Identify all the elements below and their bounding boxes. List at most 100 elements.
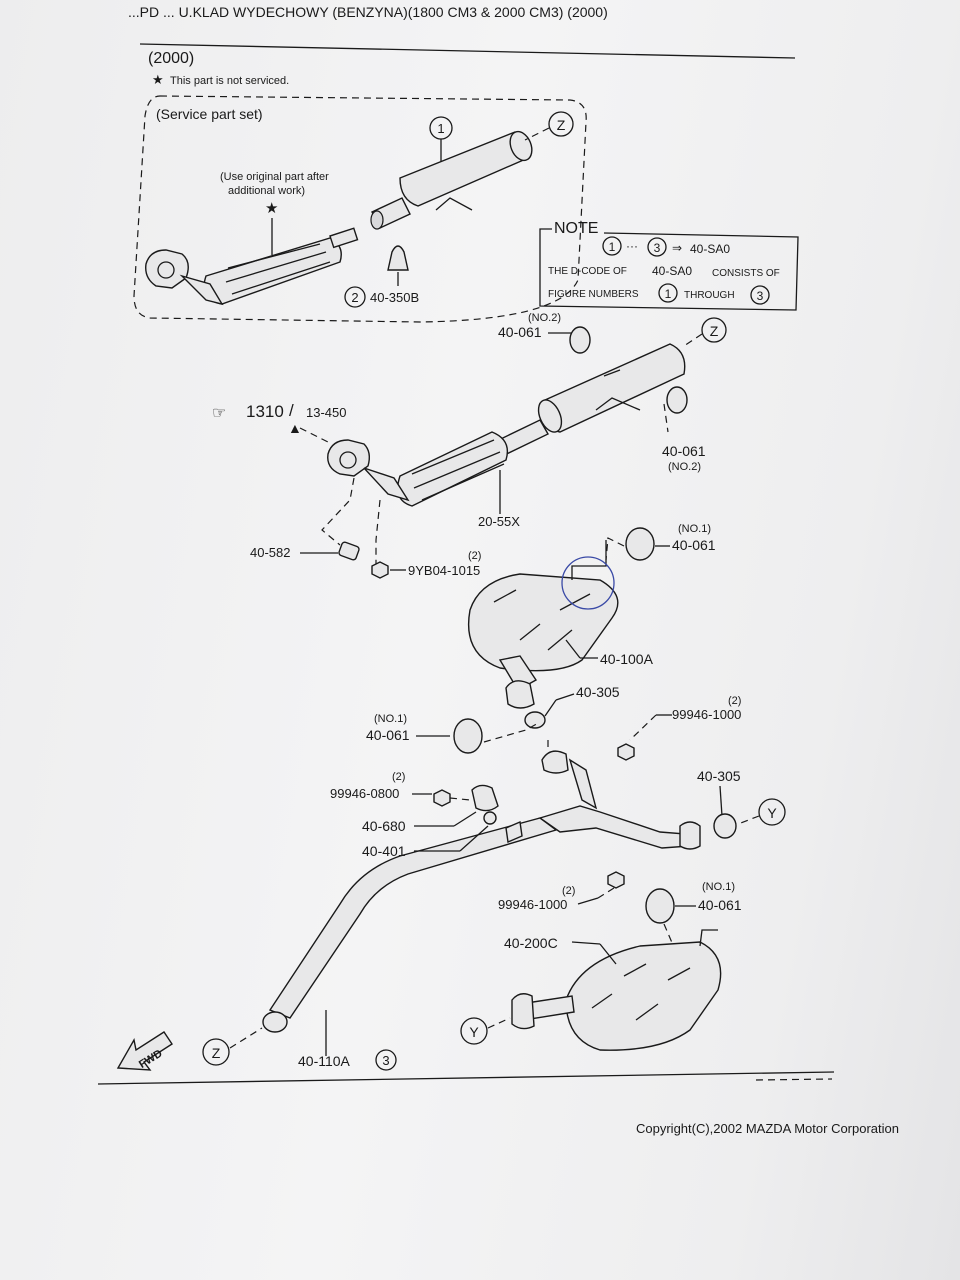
part-40-680: 40-680 <box>362 818 406 834</box>
z-marker-top <box>701 317 727 343</box>
forward-arrow-icon: FWD <box>116 1031 173 1071</box>
y-label-right: Y <box>767 805 777 821</box>
arrow-right-icon: ⇒ <box>672 241 682 255</box>
part-99946-1000-a: 99946-1000 <box>672 707 741 722</box>
rear-muffler-lower <box>511 929 722 1051</box>
y-marker-left <box>460 1017 488 1045</box>
part-99946-0800: 99946-0800 <box>330 786 399 801</box>
part-9yb04-1015: 9YB04-1015 <box>408 563 480 578</box>
svg-text:/: / <box>289 401 294 420</box>
flange-drawing <box>505 680 535 709</box>
front-pipe-drawing <box>262 750 701 1033</box>
header-rule <box>139 43 796 59</box>
z-label-top: Z <box>710 323 719 339</box>
front-flange-drawing <box>327 439 371 477</box>
pointing-hand-icon: ☞ <box>212 405 226 422</box>
no1-label-c: (NO.1) <box>702 881 735 893</box>
callout-circle-3 <box>375 1049 397 1071</box>
part-40-061-e: 40-061 <box>698 897 742 913</box>
note-line2-b: CONSISTS OF <box>712 268 780 279</box>
copyright-text: Copyright(C),2002 MAZDA Motor Corporatio… <box>636 1121 899 1136</box>
bushing-drawing <box>483 811 497 825</box>
catalytic-converter-drawing <box>397 431 509 507</box>
gasket-drawing <box>713 813 737 839</box>
stud-drawing <box>338 541 360 561</box>
note-line2-a: THE D-CODE OF <box>548 266 627 277</box>
callout-number-2: 2 <box>351 290 358 305</box>
page-header-title: ...PD ... U.KLAD WYDECHOWY (BENZYNA)(180… <box>128 4 608 20</box>
not-serviced-note: This part is not serviced. <box>170 75 289 87</box>
note-line3-a: FIGURE NUMBERS <box>548 289 639 300</box>
part-40-305-a: 40-305 <box>576 684 620 700</box>
highlight-circle <box>561 556 615 610</box>
nut-drawing <box>433 789 451 807</box>
qty-99946-1000-a: (2) <box>728 695 741 707</box>
qty-9yb: (2) <box>468 550 481 562</box>
y-marker-right <box>758 798 786 826</box>
note-line2-code: 40-SA0 <box>652 264 692 278</box>
flange-drawing <box>541 750 569 774</box>
z-label: Z <box>557 117 566 133</box>
rear-muffler-upper <box>468 540 619 709</box>
nut-drawing <box>607 871 625 889</box>
pipe-end-drawing <box>262 1011 288 1033</box>
note-range-to: 3 <box>654 241 661 255</box>
note-range-code: 40-SA0 <box>690 242 730 256</box>
qty-99946-0800: (2) <box>392 771 405 783</box>
nut-drawing <box>371 561 389 579</box>
note-title: NOTE <box>554 220 598 237</box>
hanger-rubber-drawing <box>569 326 591 354</box>
note-box: NOTE 1 ··· 3 ⇒ 40-SA0 THE D-CODE OF 40-S… <box>539 220 799 311</box>
arrow-up-icon: ▲ <box>288 420 302 436</box>
callout-circle-2 <box>344 286 366 308</box>
no1-label-b: (NO.1) <box>374 713 407 725</box>
y-label-left: Y <box>469 1024 479 1040</box>
upper-assembly: (NO.2) 40-061 Z 40-061 (NO.2) ☞ 1310 / 1… <box>212 312 727 565</box>
part-40-100a: 40-100A <box>600 651 654 667</box>
hanger-rubber-drawing <box>645 888 675 924</box>
part-40-582: 40-582 <box>250 545 290 560</box>
service-set-border <box>133 95 587 323</box>
leader-line <box>524 127 550 141</box>
original-note-line2: additional work) <box>228 185 305 197</box>
part-40-401: 40-401 <box>362 843 406 859</box>
part-20-55x: 20-55X <box>478 514 520 529</box>
callout-number-1: 1 <box>437 121 444 136</box>
center-muffler-drawing <box>542 343 686 433</box>
note-line3-b: THROUGH <box>684 290 735 301</box>
leader-line <box>299 427 333 445</box>
part-99946-1000-b: 99946-1000 <box>498 897 567 912</box>
section-label: (2000) <box>148 50 194 67</box>
no2-label-b: (NO.2) <box>668 461 701 473</box>
note-range-from: 1 <box>609 240 616 254</box>
service-part-set: (Service part set) (Use original part af… <box>133 95 587 323</box>
part-40-110a: 40-110A <box>298 1053 351 1069</box>
part-40-350b: 40-350B <box>370 290 419 305</box>
ref-13-450: 13-450 <box>306 405 346 420</box>
note-line3-to: 3 <box>757 289 764 303</box>
flange-drawing <box>679 821 701 850</box>
part-40-061-a: 40-061 <box>498 324 542 340</box>
gasket-drawing <box>524 711 546 729</box>
footer-rule <box>97 1071 835 1085</box>
qty-99946-1000-b: (2) <box>562 885 575 897</box>
ref-1310: 1310 <box>246 402 284 421</box>
z-label-bottom: Z <box>212 1045 221 1061</box>
part-40-061-b: 40-061 <box>662 443 706 459</box>
part-40-200c: 40-200C <box>504 935 558 951</box>
ellipsis-icon: ··· <box>626 239 638 253</box>
flange-drawing <box>511 993 535 1030</box>
center-muffler-drawing <box>370 130 533 230</box>
callout-number-3: 3 <box>382 1053 389 1068</box>
no2-label-a: (NO.2) <box>528 312 561 324</box>
original-note-line1: (Use original part after <box>220 171 329 183</box>
star-icon: ★ <box>152 72 164 87</box>
part-40-061-c: 40-061 <box>672 537 716 553</box>
clamp-drawing <box>387 245 409 271</box>
hanger-rubber-drawing <box>666 386 688 414</box>
catalytic-converter-drawing <box>145 227 359 306</box>
note-line3-from: 1 <box>665 287 672 301</box>
part-40-305-b: 40-305 <box>697 768 741 784</box>
